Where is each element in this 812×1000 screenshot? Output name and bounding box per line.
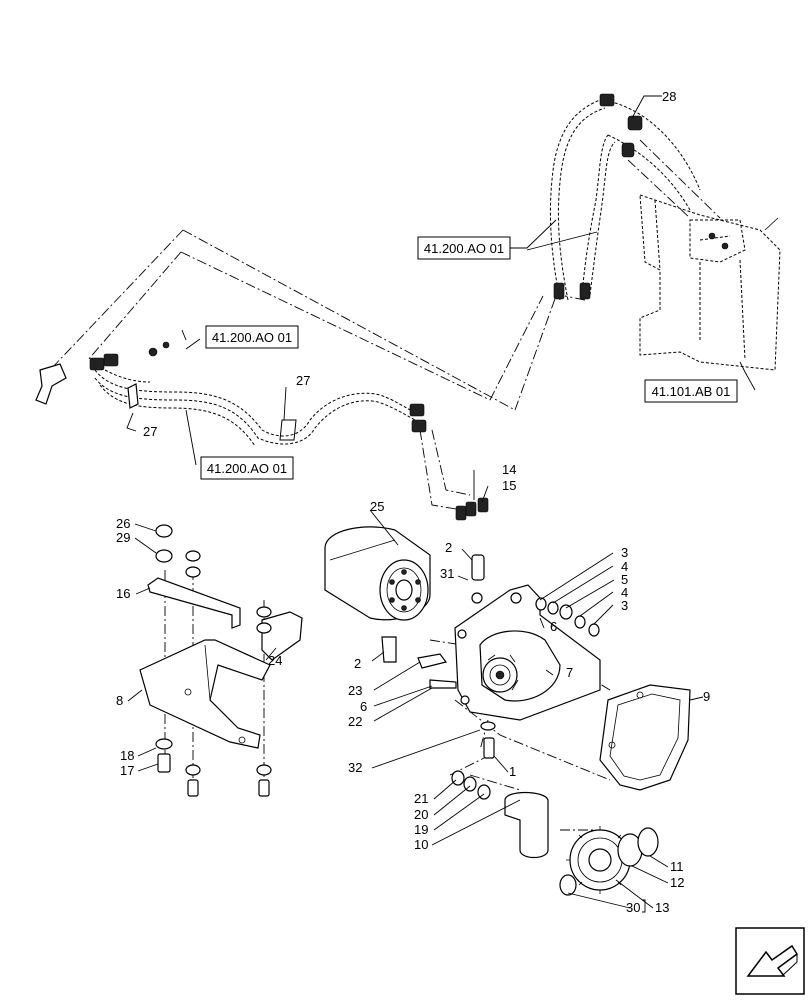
callout: 30 [626,900,640,915]
reference-box[interactable] [200,456,294,480]
fitting-icon [409,403,425,417]
reference-box[interactable] [644,379,738,403]
reference-label[interactable]: 41.200.AO 01 [207,461,287,476]
callout: 27 [296,373,310,388]
fitting-icon [162,341,170,349]
callout: 21 [414,791,428,806]
callout: 18 [120,748,134,763]
fitting-icon [148,347,158,357]
reference-label[interactable]: 41.200.AO 01 [212,330,292,345]
callout: 25 [370,499,384,514]
callout: 27 [143,424,157,439]
reference-label[interactable]: 41.200.AO 01 [424,241,504,256]
callout: 26 [116,516,130,531]
reference-box[interactable] [205,325,299,349]
callout: 14 [502,462,516,477]
washer-stack [535,597,600,637]
callout: 4 [621,559,628,574]
gasket-plate [599,684,691,791]
drive-gear [559,826,659,896]
fitting-icon [103,353,119,367]
hydraulic-pump [381,554,601,759]
callout: 2 [445,540,452,555]
callout: 24 [268,653,282,668]
callout: 17 [120,763,134,778]
callout-numbers: 28 27 27 25 14 15 2 31 3 4 5 4 3 6 7 2 2… [116,89,710,915]
callout: 4 [621,585,628,600]
callout: 32 [348,760,362,775]
callout: 11 [670,859,684,874]
fitting-icon [627,115,643,131]
callout: 2 [354,656,361,671]
fitting-icon [411,419,427,433]
reference-label[interactable]: 41.101.AB 01 [652,384,731,399]
callout: 9 [703,689,710,704]
callout: 3 [621,598,628,613]
callout: 8 [116,693,123,708]
callout: 1 [509,764,516,779]
callout: 19 [414,822,428,837]
callout: 13 [655,900,669,915]
callout: 7 [566,665,573,680]
hose-fittings [89,93,643,521]
callout: 23 [348,683,362,698]
callout: 6 [550,619,557,634]
hose-bundle-left [94,369,416,447]
fitting-icon [553,282,565,300]
oil-filter [324,526,431,621]
left-clamp-bracket [35,363,139,409]
callout: 10 [414,837,428,852]
bracket-fasteners [155,524,272,797]
fitting-icon [621,142,635,158]
callout: 16 [116,586,130,601]
leader-lines [126,95,756,913]
callout: 6 [360,699,367,714]
fitting-icon [477,497,489,513]
fitting-icon [455,505,467,521]
fitting-icon [579,282,591,300]
fitting-icon [465,501,477,517]
machine-frame [639,194,781,371]
callout: 29 [116,530,130,545]
callout: 3 [621,545,628,560]
hose-bundle-top [549,99,701,301]
callout: 28 [662,89,676,104]
callout: 12 [670,875,684,890]
fitting-icon [599,93,615,107]
callout: 31 [440,566,454,581]
suction-pipe [451,770,549,859]
callout: 20 [414,807,428,822]
callout: 22 [348,714,362,729]
mounting-brackets [139,577,303,749]
navigation-arrow-icon[interactable] [735,927,805,995]
callout: 15 [502,478,516,493]
reference-boxes: 41.200.AO 01 41.200.AO 01 41.200.AO 01 4… [200,236,738,480]
reference-box[interactable] [417,236,511,260]
fitting-icon [89,357,105,371]
callout: 5 [621,572,628,587]
